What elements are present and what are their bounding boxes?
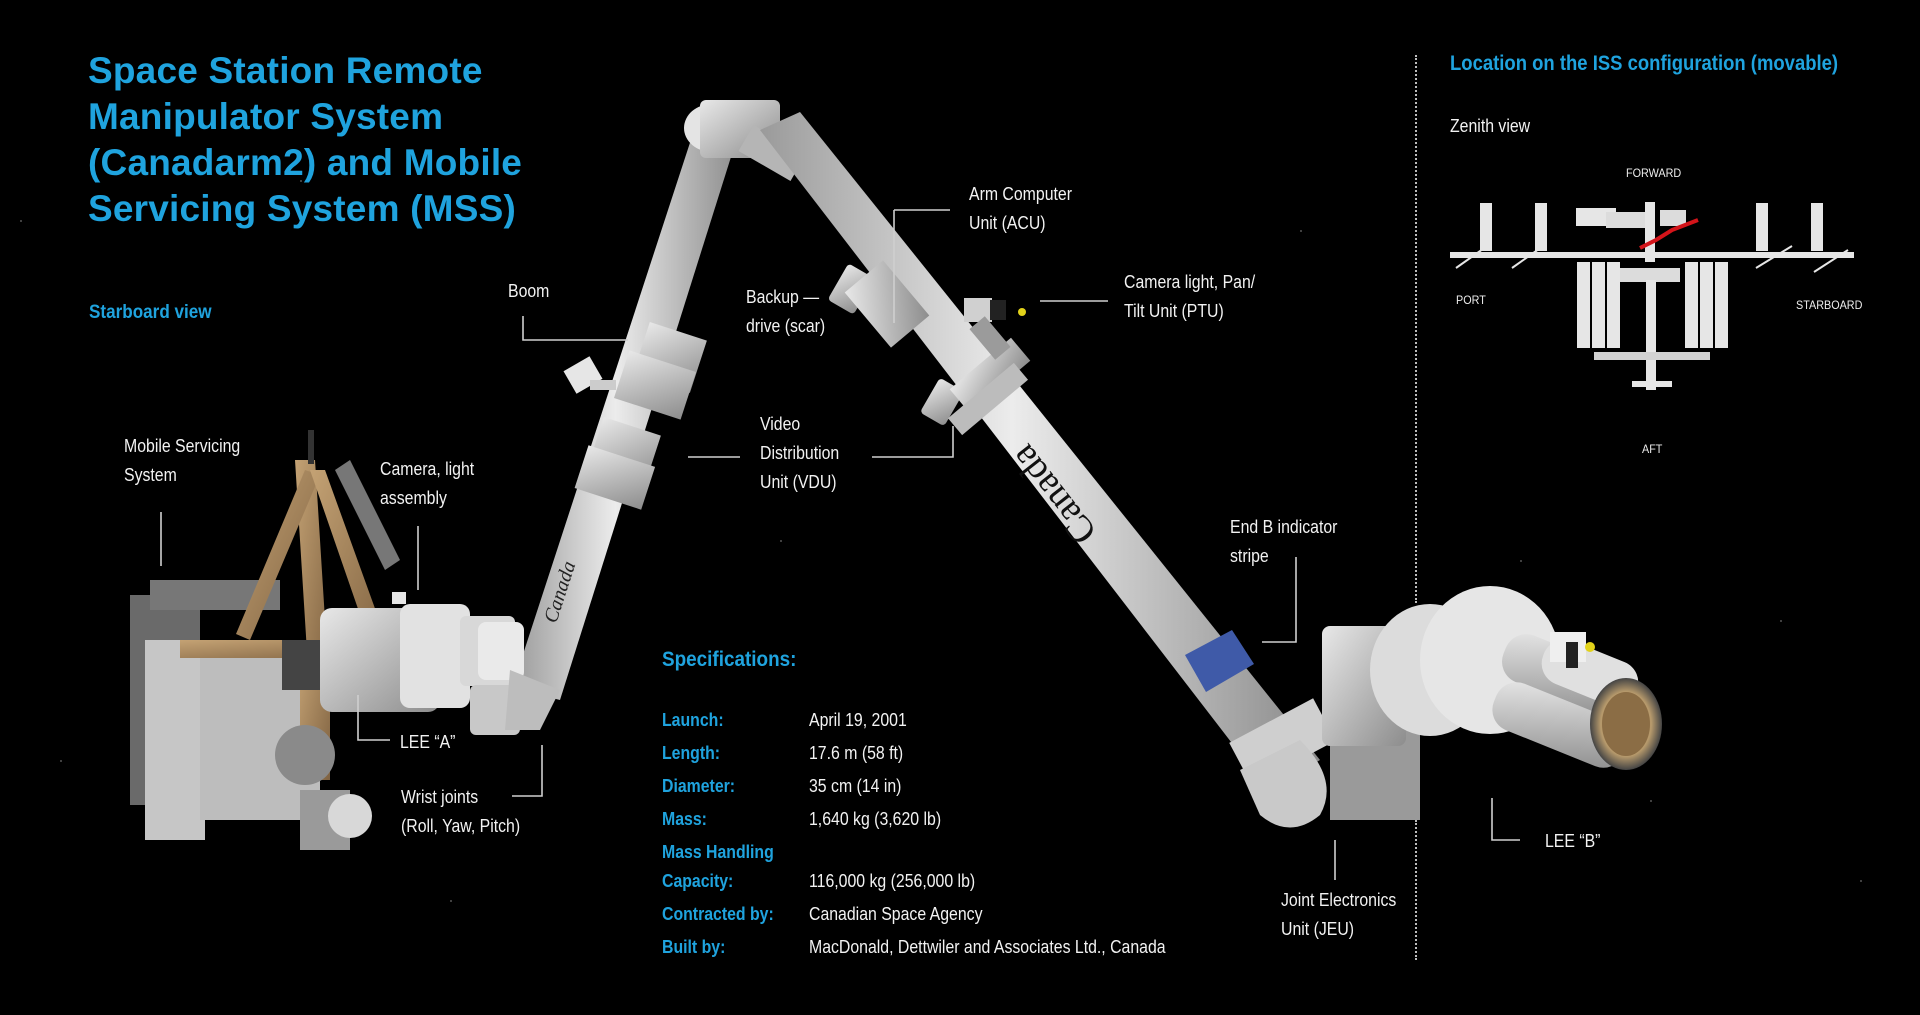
leader-lines (160, 209, 1520, 880)
callout-lee-b: LEE “B” (1545, 831, 1601, 851)
spec-key: Capacity: (662, 871, 734, 891)
callout-cla-line-2: assembly (380, 488, 447, 508)
callout-acu-line-2: Unit (ACU) (969, 213, 1046, 233)
spec-value: 116,000 kg (256,000 lb) (809, 871, 976, 891)
callout-camera-light-ptu: Camera light, Pan/ Tilt Unit (PTU) (1124, 268, 1255, 326)
callout-camera-light-assembly: Camera, light assembly (380, 455, 474, 513)
lee-b (1492, 632, 1662, 770)
title-line-4: Servicing System (MSS) (88, 188, 516, 229)
callout-backup-drive-line-2: drive (scar) (746, 316, 826, 336)
callout-end-b-indicator: End B indicator stripe (1230, 513, 1337, 571)
spec-key: Mass: (662, 809, 707, 829)
callout-wrist-line-2: (Roll, Yaw, Pitch) (401, 816, 521, 836)
title-line-3: (Canadarm2) and Mobile (88, 142, 523, 183)
iss-zenith-schematic (1450, 202, 1854, 390)
starboard-view-label: Starboard view (89, 302, 212, 323)
spec-value: 1,640 kg (3,620 lb) (809, 809, 942, 829)
callout-arm-computer-unit: Arm Computer Unit (ACU) (969, 180, 1072, 238)
direction-port: PORT (1456, 293, 1486, 307)
direction-forward: FORWARD (1626, 166, 1682, 180)
callout-vdu-line-1: Video (760, 414, 801, 434)
callout-mss-line-1: Mobile Servicing (124, 436, 241, 456)
callout-wrist-joints: Wrist joints (Roll, Yaw, Pitch) (401, 783, 520, 841)
arm-segment: Canada (760, 112, 1320, 790)
callout-mss-line-2: System (124, 465, 177, 485)
spec-key: Mass Handling (662, 842, 774, 862)
spec-value: 17.6 m (58 ft) (809, 743, 904, 763)
callout-endb-line-2: stripe (1230, 546, 1269, 566)
callout-vdu-line-2: Distribution (760, 443, 840, 463)
callout-backup-drive-line-1: Backup — (746, 287, 820, 307)
boom-segment: Canada (512, 112, 742, 700)
specifications-heading: Specifications: (662, 648, 797, 671)
spec-key: Diameter: (662, 776, 736, 796)
page-title: Space Station Remote Manipulator System … (88, 48, 608, 232)
spec-value: April 19, 2001 (809, 710, 907, 730)
spec-value: MacDonald, Dettwiler and Associates Ltd.… (809, 937, 1166, 957)
spec-key: Length: (662, 743, 721, 763)
spec-key: Contracted by: (662, 904, 774, 924)
callout-endb-line-1: End B indicator (1230, 517, 1338, 537)
callout-wrist-line-1: Wrist joints (401, 787, 479, 807)
mobile-servicing-system-model (130, 430, 560, 850)
panel-divider-lower (1415, 820, 1417, 960)
spec-key: Built by: (662, 937, 726, 957)
end-b-joint (1229, 586, 1662, 828)
callout-acu-line-1: Arm Computer (969, 184, 1072, 204)
callout-ptu-line-2: Tilt Unit (PTU) (1124, 301, 1224, 321)
callout-jeu-line-2: Unit (JEU) (1281, 919, 1355, 939)
callout-vdu-line-3: Unit (VDU) (760, 472, 837, 492)
location-panel-heading: Location on the ISS configuration (movab… (1450, 52, 1839, 75)
title-line-2: Manipulator System (88, 96, 444, 137)
zenith-view-label: Zenith view (1450, 116, 1531, 136)
callout-ptu-line-1: Camera light, Pan/ (1124, 272, 1256, 292)
spec-value: Canadian Space Agency (809, 904, 983, 924)
spec-value: 35 cm (14 in) (809, 776, 902, 796)
callout-mobile-servicing-system: Mobile Servicing System (124, 432, 240, 490)
callout-joint-electronics-unit: Joint Electronics Unit (JEU) (1281, 886, 1396, 944)
specifications-panel: Specifications: Launch: April 19, 2001 L… (662, 648, 1166, 957)
callout-jeu-line-1: Joint Electronics (1281, 890, 1397, 910)
callout-lee-a: LEE “A” (400, 732, 456, 752)
title-line-1: Space Station Remote (88, 50, 483, 91)
direction-aft: AFT (1642, 442, 1663, 456)
callout-boom: Boom (508, 281, 550, 301)
callout-backup-drive: Backup — drive (scar) (746, 283, 825, 341)
panel-divider-upper (1415, 55, 1417, 603)
spec-key: Launch: (662, 710, 724, 730)
direction-starboard: STARBOARD (1796, 298, 1863, 312)
callout-video-distribution-unit: Video Distribution Unit (VDU) (760, 410, 839, 497)
callout-cla-line-1: Camera, light (380, 459, 475, 479)
